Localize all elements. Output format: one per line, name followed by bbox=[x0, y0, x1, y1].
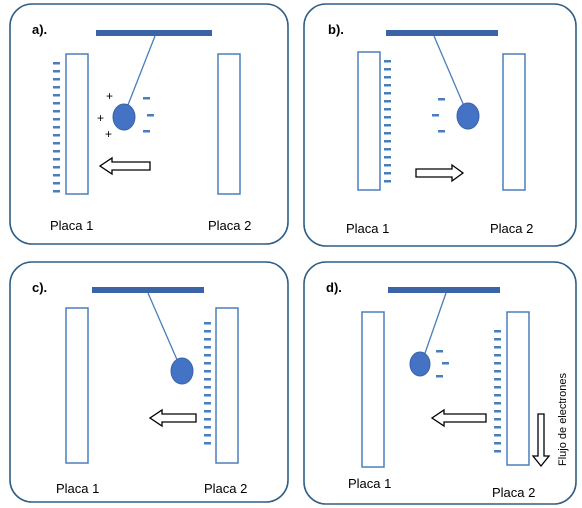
panel-b: b). Placa 1 Placa 2 bbox=[303, 3, 577, 247]
panel-c-arrow-left bbox=[148, 408, 197, 428]
panel-b-ball bbox=[456, 102, 480, 130]
panel-a-frame bbox=[9, 3, 289, 245]
svg-text:+: + bbox=[97, 111, 104, 125]
svg-text:+: + bbox=[106, 89, 113, 103]
panel-d-plate-2-label: Placa 2 bbox=[492, 485, 535, 500]
panel-c-plate-2-label: Placa 2 bbox=[204, 481, 247, 496]
panel-d-electron-flow-arrow bbox=[531, 413, 551, 468]
panel-a-arrow-left bbox=[98, 156, 151, 176]
panel-d-arrow-left bbox=[430, 408, 487, 428]
panel-c-string bbox=[147, 292, 179, 363]
panel-a-plate-1 bbox=[65, 53, 89, 195]
panel-b-plate-2-label: Placa 2 bbox=[490, 221, 533, 236]
panel-c-plate-1 bbox=[65, 307, 89, 464]
panel-a-plate-2-label: Placa 2 bbox=[208, 218, 251, 233]
panel-d-plate-2-charges bbox=[494, 330, 501, 453]
panel-c-plate-2 bbox=[215, 307, 239, 464]
panel-d-string bbox=[423, 292, 447, 357]
panel-d-flow-label: Flujo de electrones bbox=[557, 373, 569, 466]
panel-b-support-bar bbox=[386, 30, 498, 36]
panel-d: d). Flujo de electrones Placa 1 Placa 2 bbox=[303, 261, 577, 505]
panel-a-support-bar bbox=[96, 30, 212, 36]
panel-c-support-bar bbox=[92, 287, 204, 293]
panel-a-plate-1-charges bbox=[53, 62, 60, 193]
panel-b-arrow-right bbox=[415, 163, 465, 183]
panel-d-ball bbox=[409, 351, 431, 377]
panel-b-plate-2 bbox=[502, 53, 526, 191]
svg-text:+: + bbox=[105, 127, 112, 141]
panel-d-frame bbox=[303, 261, 577, 505]
panel-a-string bbox=[125, 35, 156, 111]
panel-a-label: a). bbox=[32, 22, 47, 37]
panel-d-label: d). bbox=[326, 280, 342, 295]
panel-a: a). + + + Placa 1 Placa 2 bbox=[9, 3, 289, 245]
panel-c: c). Placa 1 Placa 2 bbox=[9, 261, 289, 503]
panel-c-label: c). bbox=[32, 280, 47, 295]
panel-a-ball-charges: + + + bbox=[97, 89, 154, 141]
panel-c-plate-2-charges bbox=[204, 322, 211, 445]
panel-d-support-bar bbox=[388, 287, 500, 293]
panel-b-plate-1-charges bbox=[384, 60, 391, 183]
panel-d-plate-1-label: Placa 1 bbox=[348, 476, 391, 491]
panel-d-plate-2 bbox=[506, 311, 530, 466]
panel-b-plate-1-label: Placa 1 bbox=[346, 221, 389, 236]
panel-b-string bbox=[433, 35, 465, 107]
panel-b-frame bbox=[303, 3, 577, 247]
panel-a-ball bbox=[112, 103, 136, 131]
panel-b-label: b). bbox=[328, 22, 344, 37]
panel-c-ball bbox=[170, 357, 194, 385]
panel-a-plate-2 bbox=[217, 53, 241, 195]
panel-b-ball-charges bbox=[432, 98, 445, 133]
panel-d-plate-1 bbox=[361, 311, 385, 468]
panel-b-plate-1 bbox=[357, 51, 381, 191]
panel-c-plate-1-label: Placa 1 bbox=[56, 481, 99, 496]
panel-d-ball-charges bbox=[436, 350, 449, 378]
panel-a-plate-1-label: Placa 1 bbox=[50, 218, 93, 233]
panel-c-frame bbox=[9, 261, 289, 503]
